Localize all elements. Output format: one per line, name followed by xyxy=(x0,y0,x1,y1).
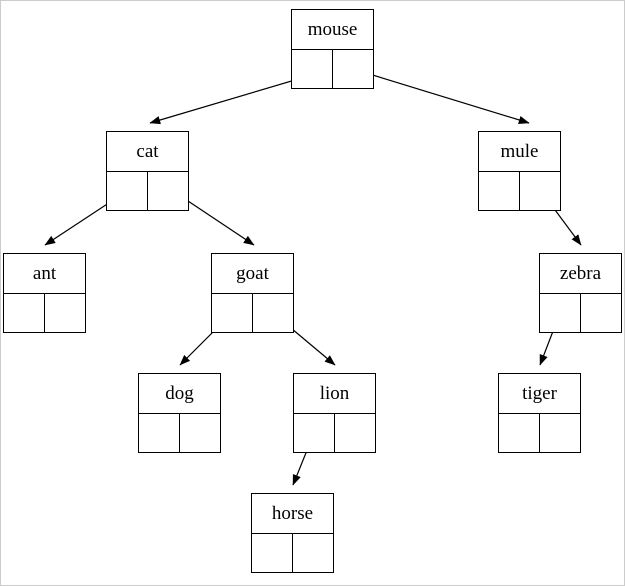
node-pointers-tiger xyxy=(499,414,580,452)
tree-node-mule[interactable]: mule xyxy=(478,131,561,211)
node-pointers-dog xyxy=(139,414,220,452)
node-left-pointer-horse[interactable] xyxy=(252,534,293,572)
node-right-pointer-tiger[interactable] xyxy=(540,414,581,452)
node-left-pointer-dog[interactable] xyxy=(139,414,180,452)
node-right-pointer-ant[interactable] xyxy=(45,294,86,332)
node-label-mule: mule xyxy=(479,132,560,172)
tree-node-ant[interactable]: ant xyxy=(3,253,86,333)
tree-node-goat[interactable]: goat xyxy=(211,253,294,333)
node-label-zebra: zebra xyxy=(540,254,621,294)
node-left-pointer-zebra[interactable] xyxy=(540,294,581,332)
node-right-pointer-dog[interactable] xyxy=(180,414,221,452)
tree-node-dog[interactable]: dog xyxy=(138,373,221,453)
node-pointers-cat xyxy=(107,172,188,210)
node-right-pointer-mule[interactable] xyxy=(520,172,561,210)
tree-node-mouse[interactable]: mouse xyxy=(291,9,374,89)
node-right-pointer-horse[interactable] xyxy=(293,534,334,572)
node-pointers-goat xyxy=(212,294,293,332)
node-right-pointer-cat[interactable] xyxy=(148,172,189,210)
tree-node-zebra[interactable]: zebra xyxy=(539,253,622,333)
node-left-pointer-cat[interactable] xyxy=(107,172,148,210)
tree-node-cat[interactable]: cat xyxy=(106,131,189,211)
tree-node-tiger[interactable]: tiger xyxy=(498,373,581,453)
node-pointers-zebra xyxy=(540,294,621,332)
edge-mouse-right-mule xyxy=(352,68,530,125)
node-left-pointer-goat[interactable] xyxy=(212,294,253,332)
node-left-pointer-mouse[interactable] xyxy=(292,50,333,88)
node-label-dog: dog xyxy=(139,374,220,414)
node-label-lion: lion xyxy=(294,374,375,414)
node-pointers-mule xyxy=(479,172,560,210)
node-label-goat: goat xyxy=(212,254,293,294)
node-left-pointer-tiger[interactable] xyxy=(499,414,540,452)
node-right-pointer-goat[interactable] xyxy=(253,294,294,332)
node-left-pointer-ant[interactable] xyxy=(4,294,45,332)
node-left-pointer-lion[interactable] xyxy=(294,414,335,452)
node-label-horse: horse xyxy=(252,494,333,534)
node-pointers-mouse xyxy=(292,50,373,88)
node-label-cat: cat xyxy=(107,132,188,172)
node-left-pointer-mule[interactable] xyxy=(479,172,520,210)
node-pointers-ant xyxy=(4,294,85,332)
tree-node-horse[interactable]: horse xyxy=(251,493,334,573)
node-label-ant: ant xyxy=(4,254,85,294)
node-right-pointer-zebra[interactable] xyxy=(581,294,622,332)
node-label-tiger: tiger xyxy=(499,374,580,414)
node-pointers-lion xyxy=(294,414,375,452)
tree-node-lion[interactable]: lion xyxy=(293,373,376,453)
node-label-mouse: mouse xyxy=(292,10,373,50)
node-right-pointer-lion[interactable] xyxy=(335,414,376,452)
node-pointers-horse xyxy=(252,534,333,572)
node-right-pointer-mouse[interactable] xyxy=(333,50,374,88)
